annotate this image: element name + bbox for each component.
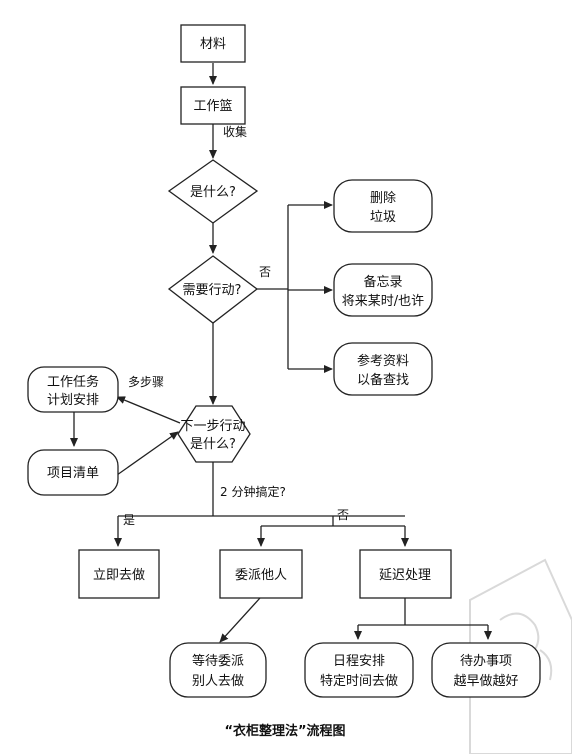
node-wait-delegate-line1: 等待委派 bbox=[192, 653, 244, 669]
node-defer-label: 延迟处理 bbox=[379, 568, 431, 583]
node-delete-trash: 删除 垃圾 bbox=[333, 179, 433, 233]
node-delegate: 委派他人 bbox=[219, 549, 303, 599]
connectors bbox=[70, 63, 492, 643]
node-schedule: 日程安排 特定时间去做 bbox=[304, 642, 414, 698]
node-reference-line1: 参考资料 bbox=[357, 353, 409, 369]
node-inbox-label: 工作篮 bbox=[193, 99, 232, 114]
node-project-list-label: 项目清单 bbox=[47, 466, 99, 481]
edge-label-no-top: 否 bbox=[259, 265, 271, 279]
edge-label-yes: 是 bbox=[123, 513, 135, 527]
node-todo: 待办事项 越早做越好 bbox=[431, 642, 541, 698]
decision-next-action: 下一步行动 是什么? bbox=[177, 405, 251, 463]
decision-next-action-line1: 下一步行动 bbox=[180, 419, 245, 434]
node-materials: 材料 bbox=[180, 24, 246, 63]
decision-what-label: 是什么? bbox=[190, 185, 236, 200]
edge-label-collect: 收集 bbox=[223, 124, 247, 139]
node-memo-line1: 备忘录 bbox=[363, 274, 402, 290]
decision-need-action: 需要行动? bbox=[167, 255, 259, 324]
edge-label-two-min: 2 分钟搞定? bbox=[220, 484, 286, 499]
node-schedule-line1: 日程安排 bbox=[333, 654, 385, 669]
node-wait-delegate-line2: 别人去做 bbox=[192, 674, 244, 689]
decision-next-action-line2: 是什么? bbox=[190, 437, 236, 452]
edge-label-no-bottom: 否 bbox=[337, 508, 349, 522]
node-memo-line2: 将来某时/也许 bbox=[342, 294, 424, 309]
figure-caption: “衣柜整理法”流程图 bbox=[224, 723, 345, 739]
node-plan-line2: 计划安排 bbox=[47, 393, 99, 408]
node-reference: 参考资料 以备查找 bbox=[333, 342, 433, 396]
decision-need-action-label: 需要行动? bbox=[183, 283, 242, 298]
node-todo-line2: 越早做越好 bbox=[453, 674, 518, 689]
node-memo-someday: 备忘录 将来某时/也许 bbox=[333, 263, 433, 317]
node-plan: 工作任务 计划安排 bbox=[27, 366, 119, 413]
node-todo-line1: 待办事项 bbox=[460, 654, 512, 669]
node-do-now: 立即去做 bbox=[78, 549, 160, 599]
node-reference-line2: 以备查找 bbox=[357, 372, 409, 388]
node-schedule-line2: 特定时间去做 bbox=[320, 674, 398, 689]
decision-what: 是什么? bbox=[167, 159, 259, 224]
node-delegate-label: 委派他人 bbox=[235, 568, 287, 583]
node-materials-label: 材料 bbox=[200, 37, 226, 52]
node-wait-delegate: 等待委派 别人去做 bbox=[169, 642, 267, 698]
node-inbox: 工作篮 bbox=[180, 86, 246, 125]
node-delete-line2: 垃圾 bbox=[370, 210, 396, 225]
node-do-now-label: 立即去做 bbox=[93, 568, 145, 583]
node-delete-line1: 删除 bbox=[370, 191, 396, 206]
node-defer: 延迟处理 bbox=[359, 549, 452, 599]
edge-label-multi-step: 多步骤 bbox=[128, 375, 164, 389]
node-project-list: 项目清单 bbox=[27, 449, 119, 496]
node-plan-line1: 工作任务 bbox=[47, 374, 99, 390]
